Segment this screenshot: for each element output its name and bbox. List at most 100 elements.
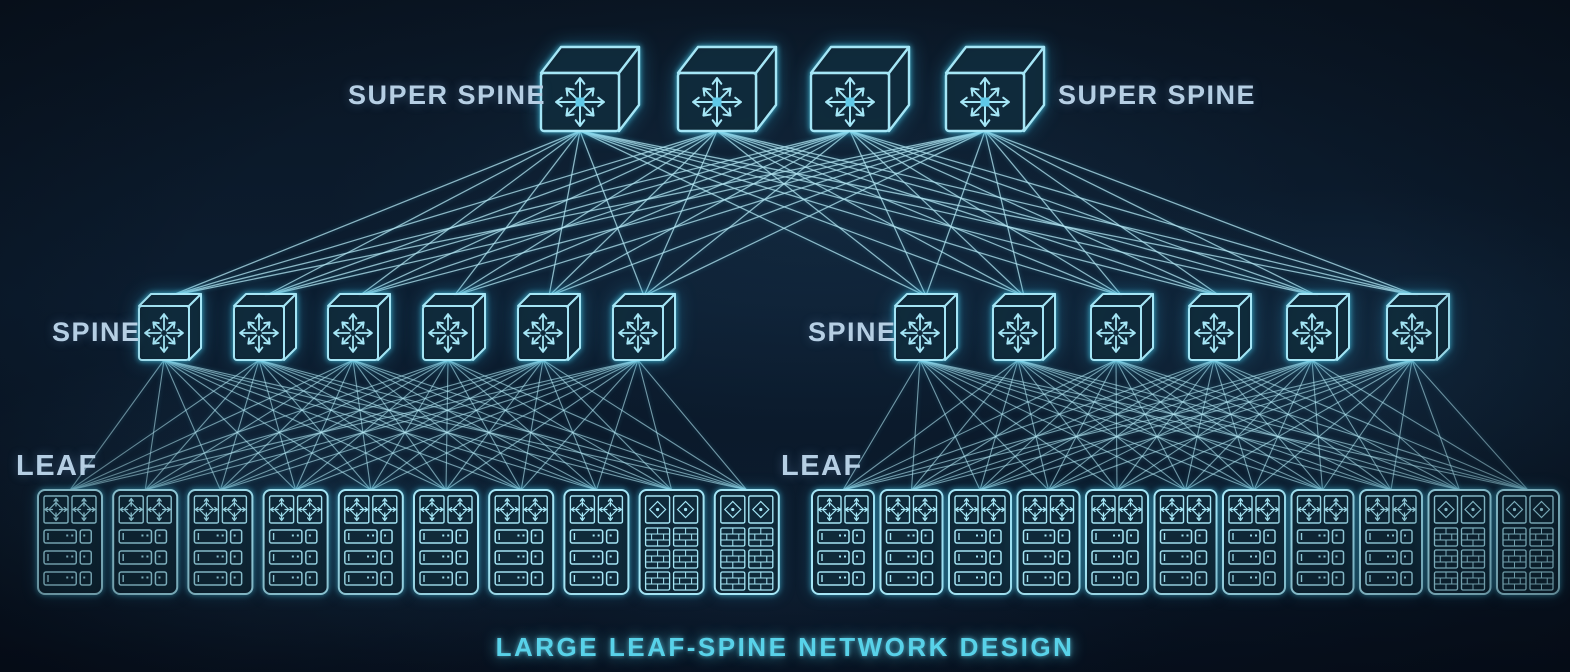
- firewall-brick-icon: [748, 549, 774, 569]
- leaf-switch-arrows-icon: [886, 497, 910, 522]
- leaf-switch-arrows-icon: [1091, 497, 1116, 522]
- leaf-switch-arrows-icon: [817, 497, 842, 522]
- multilayer-switch-cube-icon: [555, 77, 605, 127]
- server-unit-icon: [817, 529, 865, 544]
- leaf-rack-server: [563, 489, 630, 595]
- firewall-diamond-icon: [648, 500, 667, 519]
- leaf-switch-arrows-icon: [1160, 497, 1184, 522]
- leaf-switch-arrows-icon: [1392, 497, 1417, 522]
- server-unit-icon: [193, 571, 243, 586]
- server-unit-icon: [1091, 550, 1139, 565]
- server-unit-icon: [1091, 571, 1139, 586]
- leaf-switch-arrows-icon: [1324, 497, 1348, 522]
- leaf-rack-server: [1016, 489, 1081, 595]
- leaf-rack-server: [1290, 489, 1355, 595]
- firewall-brick-icon: [644, 527, 671, 547]
- server-unit-icon: [817, 550, 865, 565]
- server-unit-icon: [118, 571, 168, 586]
- server-unit-icon: [118, 529, 168, 544]
- server-unit-icon: [1159, 571, 1208, 586]
- spine-node: [894, 293, 958, 361]
- leaf-switch-arrows-icon: [72, 497, 96, 522]
- firewall-diamond-icon: [1505, 500, 1524, 519]
- spine-node: [1188, 293, 1252, 361]
- server-unit-icon: [885, 550, 934, 565]
- firewall-brick-icon: [1460, 527, 1486, 547]
- label-super-spine-left: SUPER SPINE: [348, 80, 547, 110]
- leaf-rack-server: [1359, 489, 1423, 595]
- leaf-rack-firewall: [1427, 489, 1492, 595]
- leaf-switch-arrows-icon: [373, 497, 397, 522]
- spine-node: [1386, 293, 1450, 361]
- spine-node: [138, 293, 202, 361]
- leaf-switch-arrows-icon: [570, 497, 595, 522]
- leaf-switch-arrows-icon: [1255, 497, 1280, 522]
- spine-node: [422, 293, 486, 361]
- firewall-brick-icon: [644, 571, 671, 591]
- leaf-switch-arrows-icon: [598, 497, 623, 522]
- multilayer-switch-cube-icon: [960, 77, 1010, 127]
- server-unit-icon: [954, 550, 1002, 565]
- diagram-title: LARGE LEAF-SPINE NETWORK DESIGN: [495, 632, 1075, 662]
- leaf-rack-server: [811, 489, 875, 595]
- leaf-rack-server: [1222, 489, 1286, 595]
- server-unit-icon: [193, 550, 243, 565]
- label-super-spine-right: SUPER SPINE: [1058, 80, 1257, 110]
- leaf-switch-arrows-icon: [913, 497, 937, 522]
- server-unit-icon: [1228, 550, 1276, 565]
- server-unit-icon: [1296, 571, 1345, 586]
- server-unit-icon: [1365, 550, 1413, 565]
- multilayer-switch-icon: [1194, 313, 1234, 353]
- server-unit-icon: [344, 550, 393, 565]
- firewall-diamond-icon: [1532, 500, 1551, 519]
- firewall-brick-icon: [1433, 571, 1459, 591]
- server-unit-icon: [344, 571, 393, 586]
- firewall-brick-icon: [1460, 549, 1486, 569]
- leaf-rack-firewall: [1496, 489, 1560, 595]
- server-unit-icon: [1228, 571, 1276, 586]
- server-unit-icon: [419, 529, 468, 544]
- firewall-brick-icon: [748, 571, 774, 591]
- leaf-switch-arrows-icon: [420, 497, 444, 522]
- multilayer-switch-icon: [1392, 313, 1432, 353]
- leaf-layer: [37, 489, 1560, 595]
- leaf-switch-arrows-icon: [523, 497, 547, 522]
- firewall-brick-icon: [672, 549, 699, 569]
- spine-node: [1090, 293, 1154, 361]
- multilayer-switch-icon: [900, 313, 940, 353]
- firewall-diamond-icon: [676, 500, 695, 519]
- multilayer-switch-icon: [428, 313, 468, 353]
- super-spine-node: [809, 45, 911, 133]
- leaf-switch-arrows-icon: [1365, 497, 1390, 522]
- multilayer-switch-icon: [1292, 313, 1332, 353]
- multilayer-switch-icon: [144, 313, 184, 353]
- spine-node: [1286, 293, 1350, 361]
- leaf-switch-arrows-icon: [222, 497, 247, 522]
- firewall-brick-icon: [1529, 549, 1554, 569]
- multilayer-switch-icon: [333, 313, 373, 353]
- leaf-switch-arrows-icon: [147, 497, 171, 522]
- super-spine-node: [539, 45, 641, 133]
- leaf-switch-arrows-icon: [844, 497, 869, 522]
- label-spine-left: SPINE: [52, 317, 141, 347]
- server-unit-icon: [885, 571, 934, 586]
- leaf-rack-server: [1085, 489, 1149, 595]
- leaf-rack-server: [112, 489, 179, 595]
- server-unit-icon: [419, 550, 468, 565]
- server-unit-icon: [954, 571, 1002, 586]
- server-unit-icon: [1022, 571, 1071, 586]
- label-leaf-left: LEAF: [16, 450, 98, 482]
- server-unit-icon: [1159, 550, 1208, 565]
- firewall-diamond-icon: [1464, 500, 1482, 519]
- label-spine-right: SPINE: [808, 317, 897, 347]
- server-unit-icon: [1159, 529, 1208, 544]
- firewall-brick-icon: [748, 527, 774, 547]
- server-unit-icon: [43, 550, 92, 565]
- server-unit-icon: [43, 571, 92, 586]
- server-unit-icon: [494, 529, 544, 544]
- spine-node: [612, 293, 676, 361]
- firewall-brick-icon: [1460, 571, 1486, 591]
- leaf-rack-server: [1153, 489, 1218, 595]
